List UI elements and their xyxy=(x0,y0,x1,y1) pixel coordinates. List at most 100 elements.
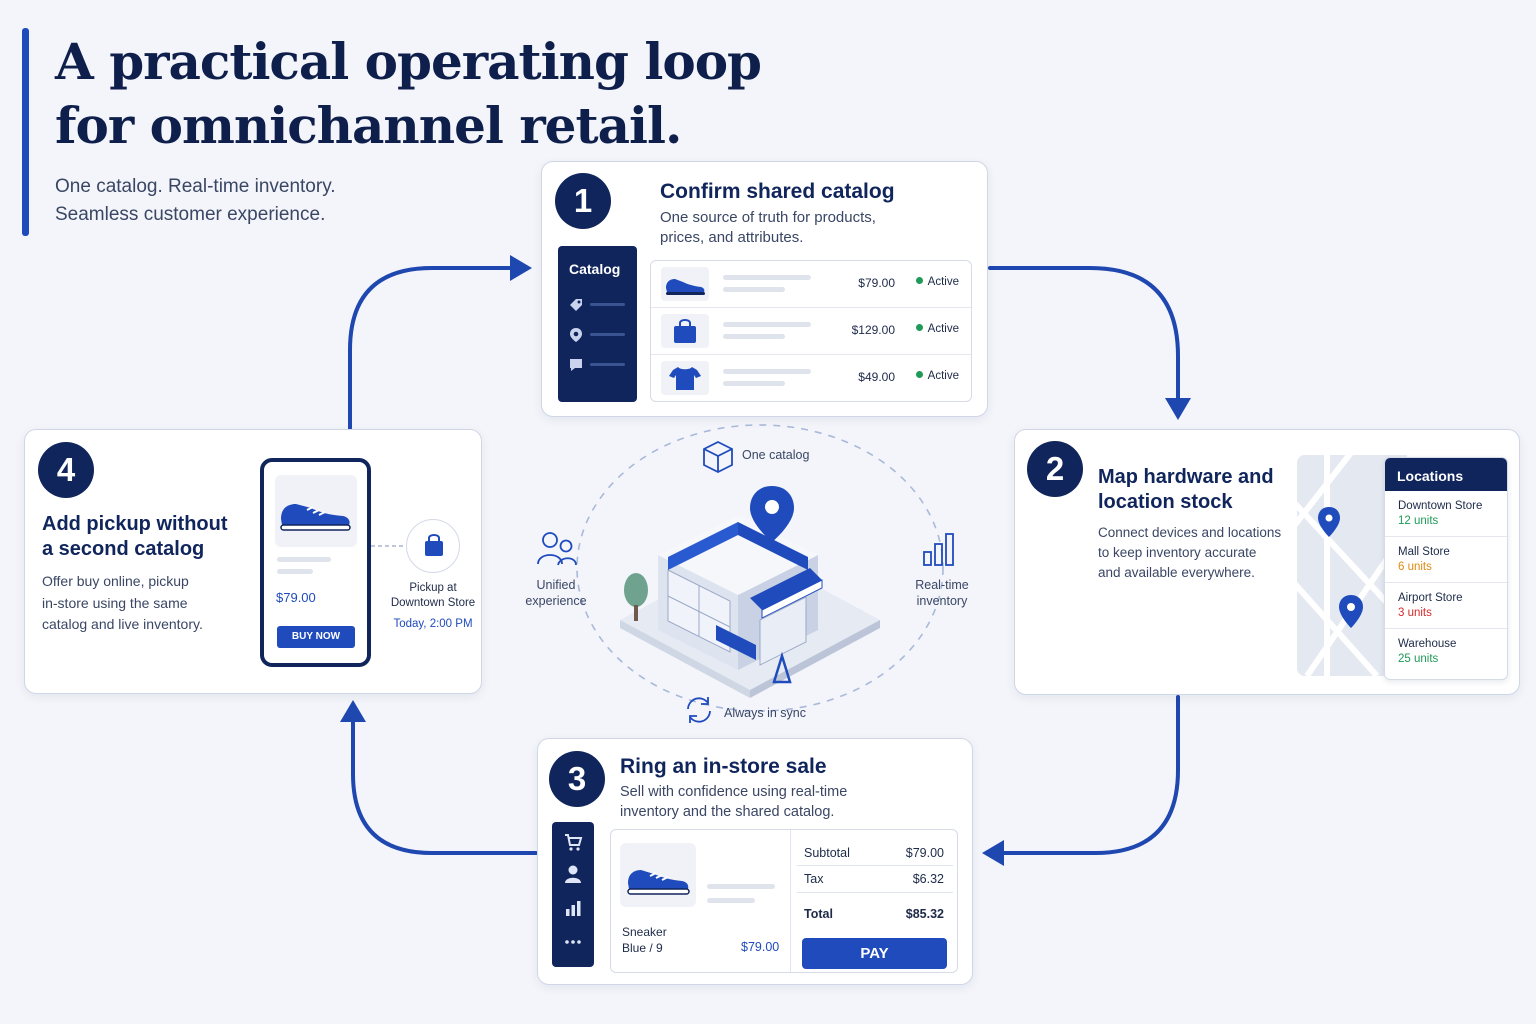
step-1-description: One source of truth for products, prices… xyxy=(660,208,876,248)
catalog-row[interactable]: $129.00 Active xyxy=(651,308,971,355)
arrowhead-to-1 xyxy=(510,255,532,281)
catalog-row[interactable]: $79.00 Active xyxy=(651,261,971,308)
cart-icon[interactable] xyxy=(563,832,583,852)
step-2-title-line1: Map hardware and xyxy=(1098,466,1274,488)
total-label: Total xyxy=(804,907,833,921)
step-3-card: 3 Ring an in-store sale Sell with confid… xyxy=(537,738,973,985)
text-placeholder xyxy=(277,557,331,562)
step-3-badge: 3 xyxy=(549,751,605,807)
hub-label-realtime-line2: inventory xyxy=(916,594,968,608)
product-thumb xyxy=(275,475,357,547)
step-2-card: 2 Map hardware and location stock Connec… xyxy=(1014,429,1520,695)
map-pin-icon xyxy=(1318,507,1340,537)
cart-product-variant: Blue / 9 xyxy=(622,941,663,955)
arrow-4-to-1 xyxy=(348,266,514,430)
user-icon[interactable] xyxy=(563,864,583,884)
total-row: Total $85.32 xyxy=(804,907,944,921)
step-3-desc-line1: Sell with confidence using real-time xyxy=(620,784,848,800)
page-subtitle: One catalog. Real-time inventory. Seamle… xyxy=(55,173,336,229)
shopping-bag-icon xyxy=(425,534,443,556)
location-name: Airport Store xyxy=(1398,592,1463,604)
text-placeholder xyxy=(723,381,785,386)
pos-sidebar xyxy=(552,822,594,967)
location-item[interactable]: Mall Store 6 units xyxy=(1385,537,1507,583)
map-pin-icon xyxy=(1339,595,1363,628)
status-badge: Active xyxy=(915,323,959,335)
step-2-title: Map hardware and location stock xyxy=(1098,465,1274,515)
arrowhead-to-2 xyxy=(1165,398,1191,420)
hub-label-realtime: Real-time inventory xyxy=(902,577,982,609)
location-item[interactable]: Airport Store 3 units xyxy=(1385,583,1507,629)
text-placeholder xyxy=(707,898,755,903)
step-4-card: 4 Add pickup without a second catalog Of… xyxy=(24,429,482,694)
text-placeholder xyxy=(723,322,811,327)
step-4-desc-line2: in-store using the same xyxy=(42,594,188,611)
buy-now-button[interactable]: BUY NOW xyxy=(277,626,355,648)
title-line-2: for omnichannel retail. xyxy=(55,96,682,155)
title-line-1: A practical operating loop xyxy=(55,32,762,91)
pay-button[interactable]: PAY xyxy=(802,938,947,969)
status-badge: Active xyxy=(915,276,959,288)
cube-icon xyxy=(703,440,733,474)
pickup-line1: Pickup at xyxy=(409,582,457,594)
subtotal-value: $79.00 xyxy=(905,846,944,860)
status-text: Active xyxy=(927,276,959,288)
product-price: $49.00 xyxy=(858,370,895,384)
status-text: Active xyxy=(927,323,959,335)
location-item[interactable]: Warehouse 25 units xyxy=(1385,629,1507,675)
catalog-sidebar: Catalog xyxy=(558,246,637,402)
catalog-sidebar-line xyxy=(590,333,625,336)
subtotal-row: Subtotal $79.00 xyxy=(804,846,944,860)
subtitle-line-1: One catalog. Real-time inventory. xyxy=(55,176,336,197)
text-placeholder xyxy=(723,334,785,339)
bag-icon xyxy=(674,319,696,343)
location-item[interactable]: Downtown Store 12 units xyxy=(1385,491,1507,537)
step-2-description: Connect devices and locations to keep in… xyxy=(1098,523,1281,583)
sneaker-icon xyxy=(280,504,351,531)
catalog-row[interactable]: $49.00 Active xyxy=(651,355,971,402)
dashed-connector xyxy=(371,545,407,547)
hub-label-unified-line1: Unified xyxy=(536,578,576,592)
subtotal-label: Subtotal xyxy=(804,846,850,860)
cart-product-price: $79.00 xyxy=(741,940,780,954)
step-1-desc-line1: One source of truth for products, xyxy=(660,209,876,226)
bar-chart-icon xyxy=(923,533,954,566)
pickup-bag-circle xyxy=(406,519,460,573)
bar-chart-icon[interactable] xyxy=(563,898,583,918)
hub-label-unified-line2: experience xyxy=(525,594,587,608)
hub-label-sync: Always in sync xyxy=(724,706,806,720)
mobile-phone-mockup: $79.00 BUY NOW xyxy=(260,458,371,667)
step-4-desc-line1: Offer buy online, pickup xyxy=(42,573,189,589)
pos-divider xyxy=(790,830,791,972)
text-placeholder xyxy=(723,275,811,280)
step-4-title-line2: a second catalog xyxy=(42,538,205,560)
hub-label-catalog: One catalog xyxy=(742,448,810,462)
more-icon[interactable] xyxy=(563,932,583,952)
locations-panel: Locations Downtown Store 12 units Mall S… xyxy=(1384,457,1508,680)
location-units: 12 units xyxy=(1398,515,1439,527)
step-3-description: Sell with confidence using real-time inv… xyxy=(620,782,847,822)
hub-store-illustration xyxy=(537,424,954,723)
chat-icon xyxy=(570,359,582,371)
sneaker-icon xyxy=(666,279,705,295)
pickup-line2: Downtown Store xyxy=(390,597,476,609)
sync-icon xyxy=(687,697,711,723)
locations-panel-title: Locations xyxy=(1385,458,1507,491)
text-placeholder xyxy=(723,369,811,374)
location-name: Warehouse xyxy=(1398,638,1457,650)
step-2-title-line2: location stock xyxy=(1098,491,1233,513)
location-units: 25 units xyxy=(1398,653,1439,665)
status-dot xyxy=(915,371,923,378)
hub-label-unified: Unified experience xyxy=(514,577,598,609)
location-units: 6 units xyxy=(1398,561,1432,573)
step-2-desc-line1: Connect devices and locations xyxy=(1098,525,1282,540)
product-thumb xyxy=(661,267,709,301)
tax-label: Tax xyxy=(804,872,824,886)
status-dot xyxy=(915,277,923,284)
step-1-desc-line2: prices, and attributes. xyxy=(660,229,804,246)
tax-row: Tax$6.32 xyxy=(804,872,944,886)
total-value: $85.32 xyxy=(905,907,944,921)
step-3-desc-line2: inventory and the shared catalog. xyxy=(620,804,835,820)
status-dot xyxy=(915,324,923,331)
accent-bar xyxy=(22,28,29,236)
